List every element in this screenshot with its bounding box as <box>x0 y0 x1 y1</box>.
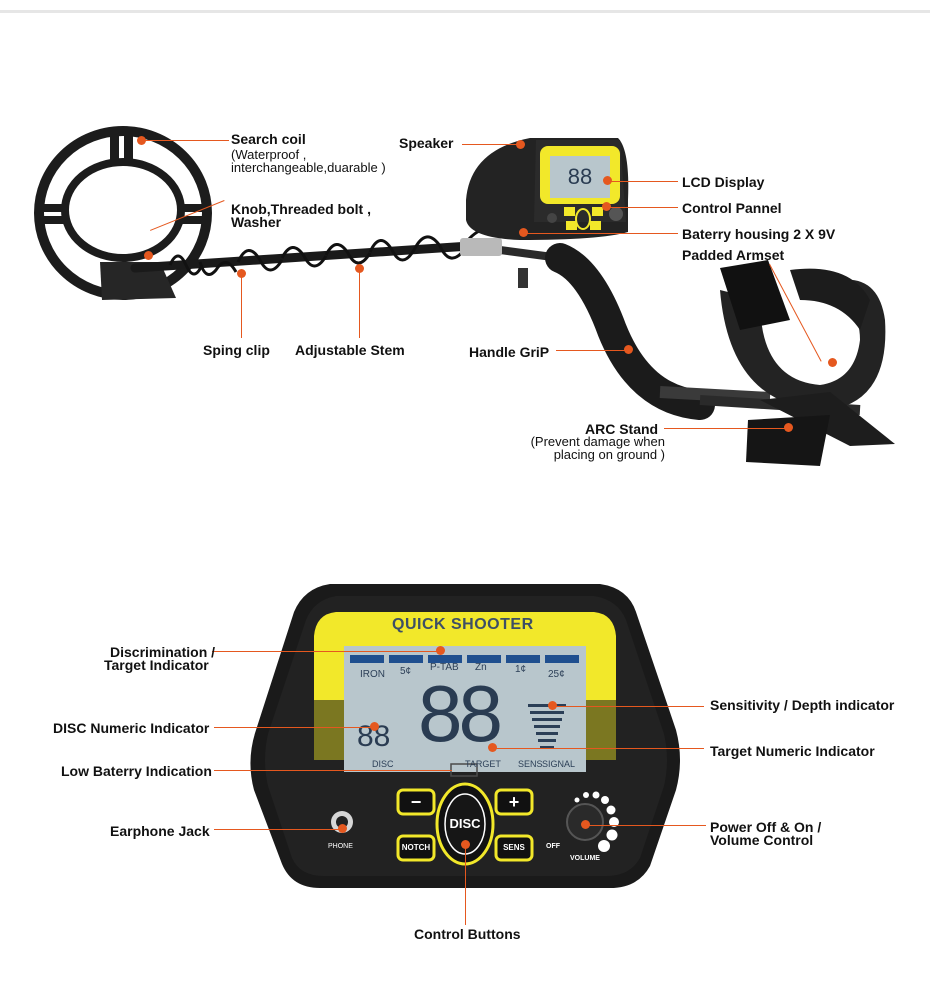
control-pannel-label: Control Pannel <box>682 200 782 216</box>
sping-clip-dot <box>237 269 246 278</box>
lcd-signal-caption: SIGNAL <box>542 759 576 769</box>
control-pannel-leader <box>606 207 678 208</box>
arc-stand-dot <box>784 423 793 432</box>
search-coil-dot <box>137 136 146 145</box>
control-buttons-dot <box>461 840 470 849</box>
lcd-target-caption: TARGET <box>465 759 501 769</box>
volume-label: VOLUME <box>570 855 600 862</box>
disc-numeric-dot <box>370 722 379 731</box>
plus-button[interactable]: + <box>508 792 520 812</box>
control-pannel-dot <box>602 202 611 211</box>
earphone-dot <box>338 824 347 833</box>
power-label-2: Volume Control <box>710 832 814 848</box>
lcd-display-label: LCD Display <box>682 174 765 190</box>
top-divider <box>0 10 930 13</box>
sensitivity-leader <box>552 706 704 707</box>
sping-clip-label: Sping clip <box>203 342 270 358</box>
adjustable-stem-label: Adjustable Stem <box>295 342 405 358</box>
off-label: OFF <box>546 843 560 850</box>
handle-grip-dot <box>624 345 633 354</box>
adjustable-stem-dot <box>355 264 364 273</box>
battery-leader <box>524 233 678 234</box>
earphone-leader <box>214 829 342 830</box>
arc-stand-note: (Prevent damage when <box>530 434 665 449</box>
sensitivity-label: Sensitivity / Depth indicator <box>710 697 895 713</box>
power-dot <box>581 820 590 829</box>
padded-armset-dot <box>828 358 837 367</box>
target-numeric-dot <box>488 743 497 752</box>
knob-label-2: Washer <box>231 214 282 230</box>
sens-button[interactable]: SENS <box>503 843 525 852</box>
lcd-category-zn: Zn <box>475 662 487 673</box>
earphone-jack-label: Earphone Jack <box>110 823 210 839</box>
metal-detector-illustration: 88 <box>34 126 895 466</box>
low-battery-leader <box>214 770 452 771</box>
search-coil-label: Search coil <box>231 131 306 147</box>
knob-dot <box>144 251 153 260</box>
speaker-dot <box>516 140 525 149</box>
disc-numeric-label: DISC Numeric Indicator <box>53 720 210 736</box>
handle-grip-label: Handle GriP <box>469 344 550 360</box>
lcd-sens-caption: SENS <box>518 759 543 769</box>
search-coil-note: (Waterproof , <box>231 147 307 162</box>
arc-stand-note-2: placing on ground ) <box>553 447 665 462</box>
lcd-category-25c: 25¢ <box>548 669 565 680</box>
speaker-label: Speaker <box>399 135 454 151</box>
control-box-graphic: 88 <box>466 138 629 240</box>
arc-stand-label: ARC Stand <box>585 421 659 437</box>
discrimination-dot <box>436 646 445 655</box>
discrimination-leader <box>212 651 440 652</box>
lcd-category-iron: IRON <box>360 669 385 680</box>
sensitivity-dot <box>548 701 557 710</box>
notch-button[interactable]: NOTCH <box>401 843 431 852</box>
control-buttons-leader <box>465 845 466 925</box>
adjustable-stem-leader <box>359 268 360 338</box>
lcd-display-leader <box>608 181 678 182</box>
target-numeric-leader <box>492 748 704 749</box>
lcd-category-1c: 1¢ <box>515 664 527 675</box>
lcd-category-5c: 5¢ <box>400 666 412 677</box>
phone-label: PHONE <box>328 843 353 850</box>
discrimination-label: Discrimination / <box>110 644 216 660</box>
sping-clip-leader <box>241 274 242 338</box>
search-coil-graphic <box>34 126 212 300</box>
handle-grip-leader <box>556 350 628 351</box>
discrimination-label-2: Target Indicator <box>104 657 209 673</box>
lcd-main-digits: 88 <box>418 669 503 758</box>
armset-graphic <box>720 260 895 466</box>
knob-label: Knob,Threaded bolt , <box>231 201 371 217</box>
lcd-display-dot <box>603 176 612 185</box>
speaker-leader <box>462 144 520 145</box>
disc-button[interactable]: DISC <box>449 816 481 831</box>
search-coil-note-2: interchangeable,duarable ) <box>231 160 386 175</box>
minus-button[interactable]: − <box>410 792 422 812</box>
disc-numeric-leader <box>214 727 374 728</box>
power-label: Power Off & On / <box>710 819 822 835</box>
target-numeric-label: Target Numeric Indicator <box>710 743 875 759</box>
low-battery-label: Low Baterry Indication <box>61 763 212 779</box>
search-coil-leader <box>141 140 229 141</box>
power-leader <box>586 825 706 826</box>
lcd-disc-caption: DISC <box>372 759 394 769</box>
battery-housing-label: Baterry housing 2 X 9V <box>682 226 836 242</box>
brand-label: QUICK SHOOTER <box>392 616 534 633</box>
padded-armset-label: Padded Armset <box>682 247 785 263</box>
lcd-category-ptab: P-TAB <box>430 662 459 673</box>
svg-text:88: 88 <box>568 164 592 189</box>
control-buttons-label: Control Buttons <box>414 926 521 942</box>
battery-dot <box>519 228 528 237</box>
arc-stand-leader <box>664 428 788 429</box>
